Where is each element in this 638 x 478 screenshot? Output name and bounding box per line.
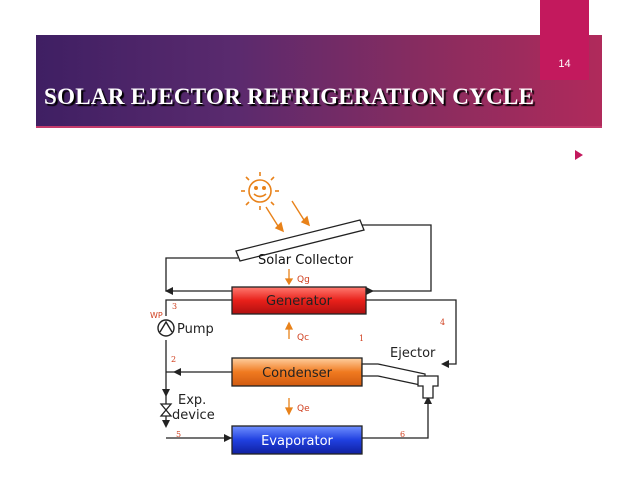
qg-arrow	[284, 269, 294, 286]
sun-icon	[241, 172, 279, 210]
generator-box	[231, 286, 367, 315]
pump-icon	[157, 319, 175, 337]
solar-collector-panel	[235, 219, 365, 262]
title-banner	[36, 35, 602, 128]
state-point-4: 4	[440, 318, 445, 327]
bullet-arrow-icon	[575, 150, 583, 160]
state-point-5: 5	[176, 430, 181, 439]
expansion-valve-icon	[159, 403, 173, 417]
qe-arrow	[284, 398, 294, 416]
wp-label: WP	[150, 311, 163, 320]
solar-collector-label: Solar Collector	[258, 253, 354, 268]
pump-label: Pump	[177, 322, 214, 337]
ejector-label: Ejector	[390, 346, 436, 361]
qg-label: Qg	[297, 275, 310, 285]
state-point-1: 1	[359, 334, 364, 343]
qe-label: Qe	[297, 404, 310, 414]
state-point-6: 6	[400, 430, 405, 439]
exp-device-label-2: device	[172, 408, 215, 423]
slide-title: SOLAR EJECTOR REFRIGERATION CYCLE	[44, 84, 535, 109]
exp-device-label-1: Exp.	[178, 393, 206, 408]
qc-label: Qc	[297, 333, 309, 343]
evaporator-box	[231, 425, 363, 455]
generator-label: Generator	[266, 294, 333, 309]
solar-radiation-arrows	[265, 200, 311, 233]
condenser-box	[231, 357, 363, 387]
ejector-icon	[361, 363, 439, 399]
evaporator-label: Evaporator	[261, 434, 333, 449]
condenser-label: Condenser	[262, 366, 333, 381]
state-point-2: 2	[171, 355, 176, 364]
state-point-3: 3	[172, 302, 177, 311]
qc-arrow	[284, 321, 294, 339]
slide-number-tab	[540, 0, 589, 80]
slide-number: 14	[558, 58, 571, 70]
